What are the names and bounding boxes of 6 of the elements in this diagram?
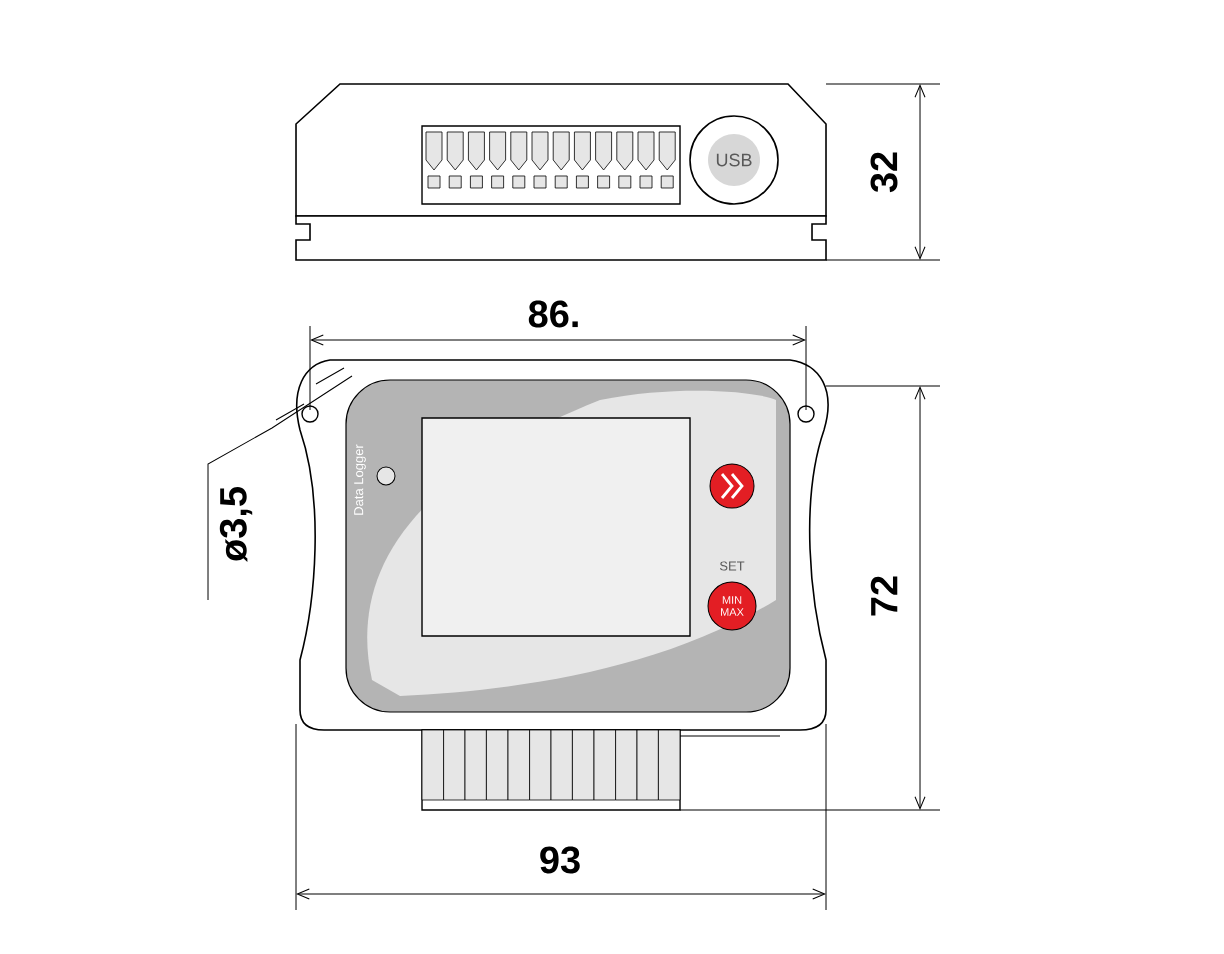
dimension-label: 86. (528, 300, 578, 328)
dimension-label: 72 (870, 576, 898, 616)
port-label: USB (716, 153, 752, 167)
dimension-label: ø3,5 (219, 487, 253, 562)
dimension-label: 32 (870, 152, 898, 193)
dimension-label: 93 (540, 846, 580, 874)
